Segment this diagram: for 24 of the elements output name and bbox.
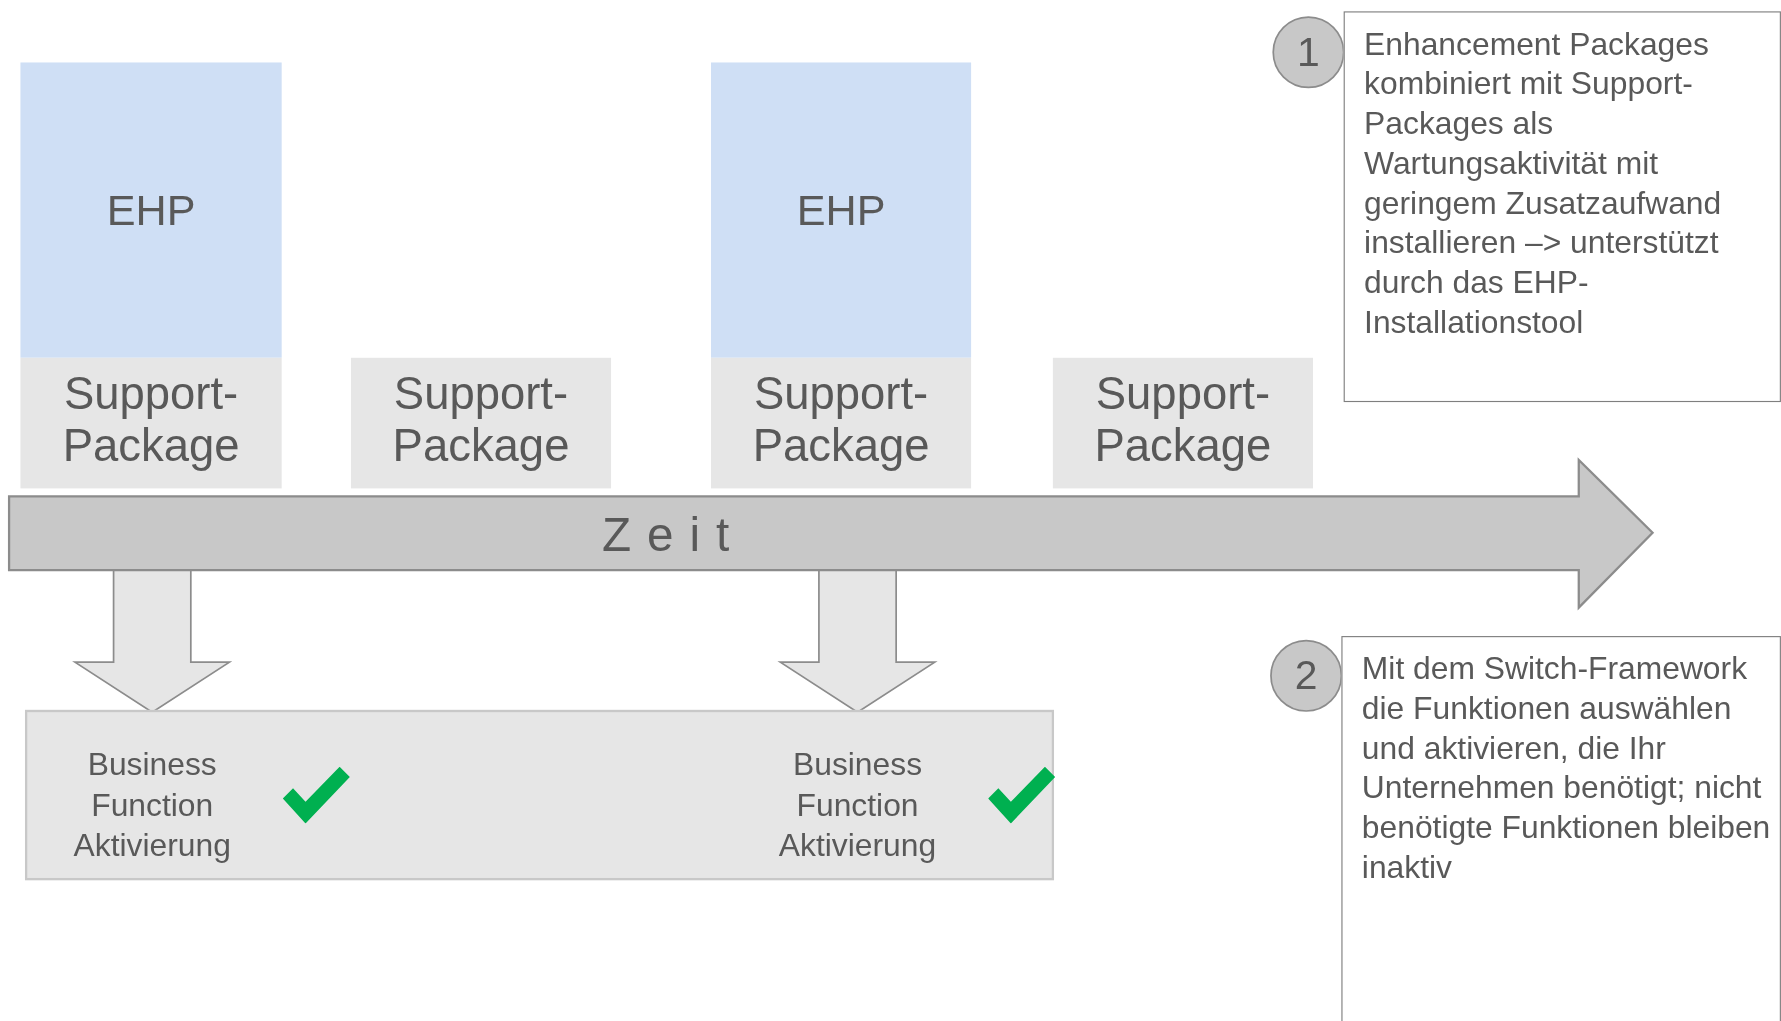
package-label: EHP <box>796 185 886 235</box>
note-text: Enhancement Packages kombiniert mit Support-Packages als Wartungsaktivität mit geringem Zusatzaufwand installieren –> unterstützt durch das EHP-Installationstool <box>1364 26 1722 340</box>
note-box <box>1343 11 1781 403</box>
package-block <box>20 62 282 358</box>
step-number-circle <box>1272 15 1345 89</box>
package-block <box>1052 357 1313 489</box>
package-label: Support-Package <box>1094 368 1272 471</box>
package-label: EHP <box>106 185 196 235</box>
note-box <box>1341 636 1781 1021</box>
step-number: 2 <box>1294 651 1318 700</box>
step-number: 1 <box>1297 28 1320 77</box>
activation-label: Business Function Aktivierung <box>73 746 231 864</box>
activation-panel <box>25 709 1054 881</box>
note-text: Mit dem Switch-Framework die Funktionen auswählen und aktivieren, die Ihr Unternehmen benötigt; nicht benötigte Funktionen bleiben inaktiv <box>1361 650 1771 885</box>
package-block <box>20 357 282 489</box>
package-block <box>711 357 972 489</box>
package-block <box>350 357 612 489</box>
package-block <box>711 62 972 358</box>
package-label: Support-Package <box>392 368 570 471</box>
package-label: Support-Package <box>752 368 930 471</box>
activation-label: Business Function Aktivierung <box>778 746 937 864</box>
package-label: Support-Package <box>62 368 240 471</box>
timeline-label: Zeit <box>601 507 746 562</box>
step-number-circle <box>1269 639 1343 713</box>
